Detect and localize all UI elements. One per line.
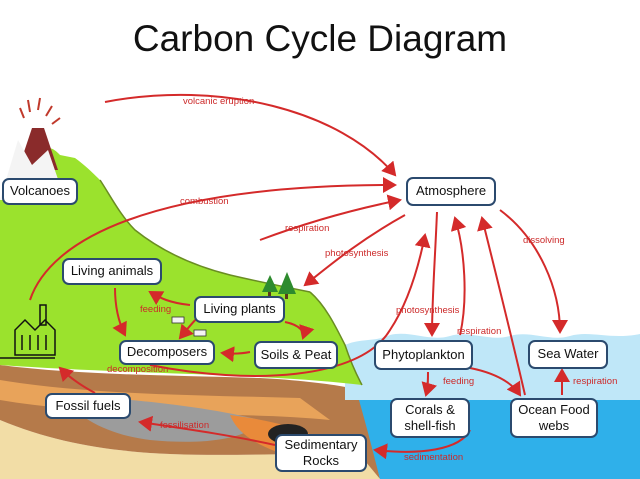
arrow-respiration-land <box>259 194 402 241</box>
hill-outline <box>99 179 311 293</box>
arrow-photosynthesis-land <box>303 214 406 287</box>
coast-edge <box>309 291 363 386</box>
node-sea-water: Sea Water <box>528 340 608 369</box>
label-volcanic-eruption: volcanic eruption <box>183 96 255 107</box>
label-decomposition: decomposition <box>107 364 169 375</box>
land <box>0 147 362 385</box>
label-combustion: combustion <box>180 196 229 207</box>
node-living-plants: Living plants <box>194 296 285 323</box>
cow-icons <box>171 316 207 337</box>
label-feeding-land: feeding <box>140 304 172 315</box>
label-dissolving: dissolving <box>523 235 565 246</box>
arrow-fossilisation <box>138 415 276 446</box>
arrow-plants-to-animals <box>148 290 191 306</box>
label-photosynthesis-ocean: photosynthesis <box>396 305 460 316</box>
label-photosynthesis-land: photosynthesis <box>325 248 389 259</box>
rock-stripe <box>0 380 330 420</box>
label-respiration-land: respiration <box>285 223 330 234</box>
node-living-animals: Living animals <box>62 258 162 285</box>
factory-icon <box>0 304 56 359</box>
trees <box>262 272 296 299</box>
label-respiration-ocean: respiration <box>457 326 502 337</box>
node-volcanoes: Volcanoes <box>2 178 78 205</box>
node-phytoplankton: Phytoplankton <box>374 340 473 370</box>
arrow-phyto-to-atm <box>450 216 467 336</box>
arrow-dissolving <box>499 209 568 334</box>
arrow-to-fossil-fuels <box>58 366 96 394</box>
arrow-atm-to-phyto <box>424 211 441 337</box>
arrow-combustion <box>29 177 397 301</box>
arrow-animals-to-decomposers <box>112 287 127 337</box>
node-fossil-fuels: Fossil fuels <box>45 393 131 419</box>
page-title: Carbon Cycle Diagram <box>132 18 508 59</box>
label-sedimentation: sedimentation <box>404 452 464 463</box>
node-ocean-food-webs: Ocean Food webs <box>510 398 598 438</box>
label-fossilisation: fossilisation <box>160 420 210 431</box>
label-respiration-sea: respiration <box>573 376 618 387</box>
node-soils-peat: Soils & Peat <box>254 341 338 369</box>
node-corals-shellfish: Corals & shell-fish <box>390 398 470 438</box>
arrow-soils-to-decomposers <box>220 346 251 363</box>
arrow-volcanic-eruption <box>104 93 397 177</box>
node-atmosphere: Atmosphere <box>406 177 496 206</box>
node-sedimentary-rocks: Sedimentary Rocks <box>275 434 367 472</box>
arrow-phyto-to-corals <box>421 371 437 397</box>
label-feeding-ocean: feeding <box>443 376 475 387</box>
node-decomposers: Decomposers <box>119 340 215 365</box>
eruption-sparks <box>19 97 61 125</box>
arrow-phyto-to-foodwebs <box>469 367 522 397</box>
arrow-foodwebs-to-atm <box>477 216 526 396</box>
arrow-plants-to-soils <box>284 321 315 340</box>
